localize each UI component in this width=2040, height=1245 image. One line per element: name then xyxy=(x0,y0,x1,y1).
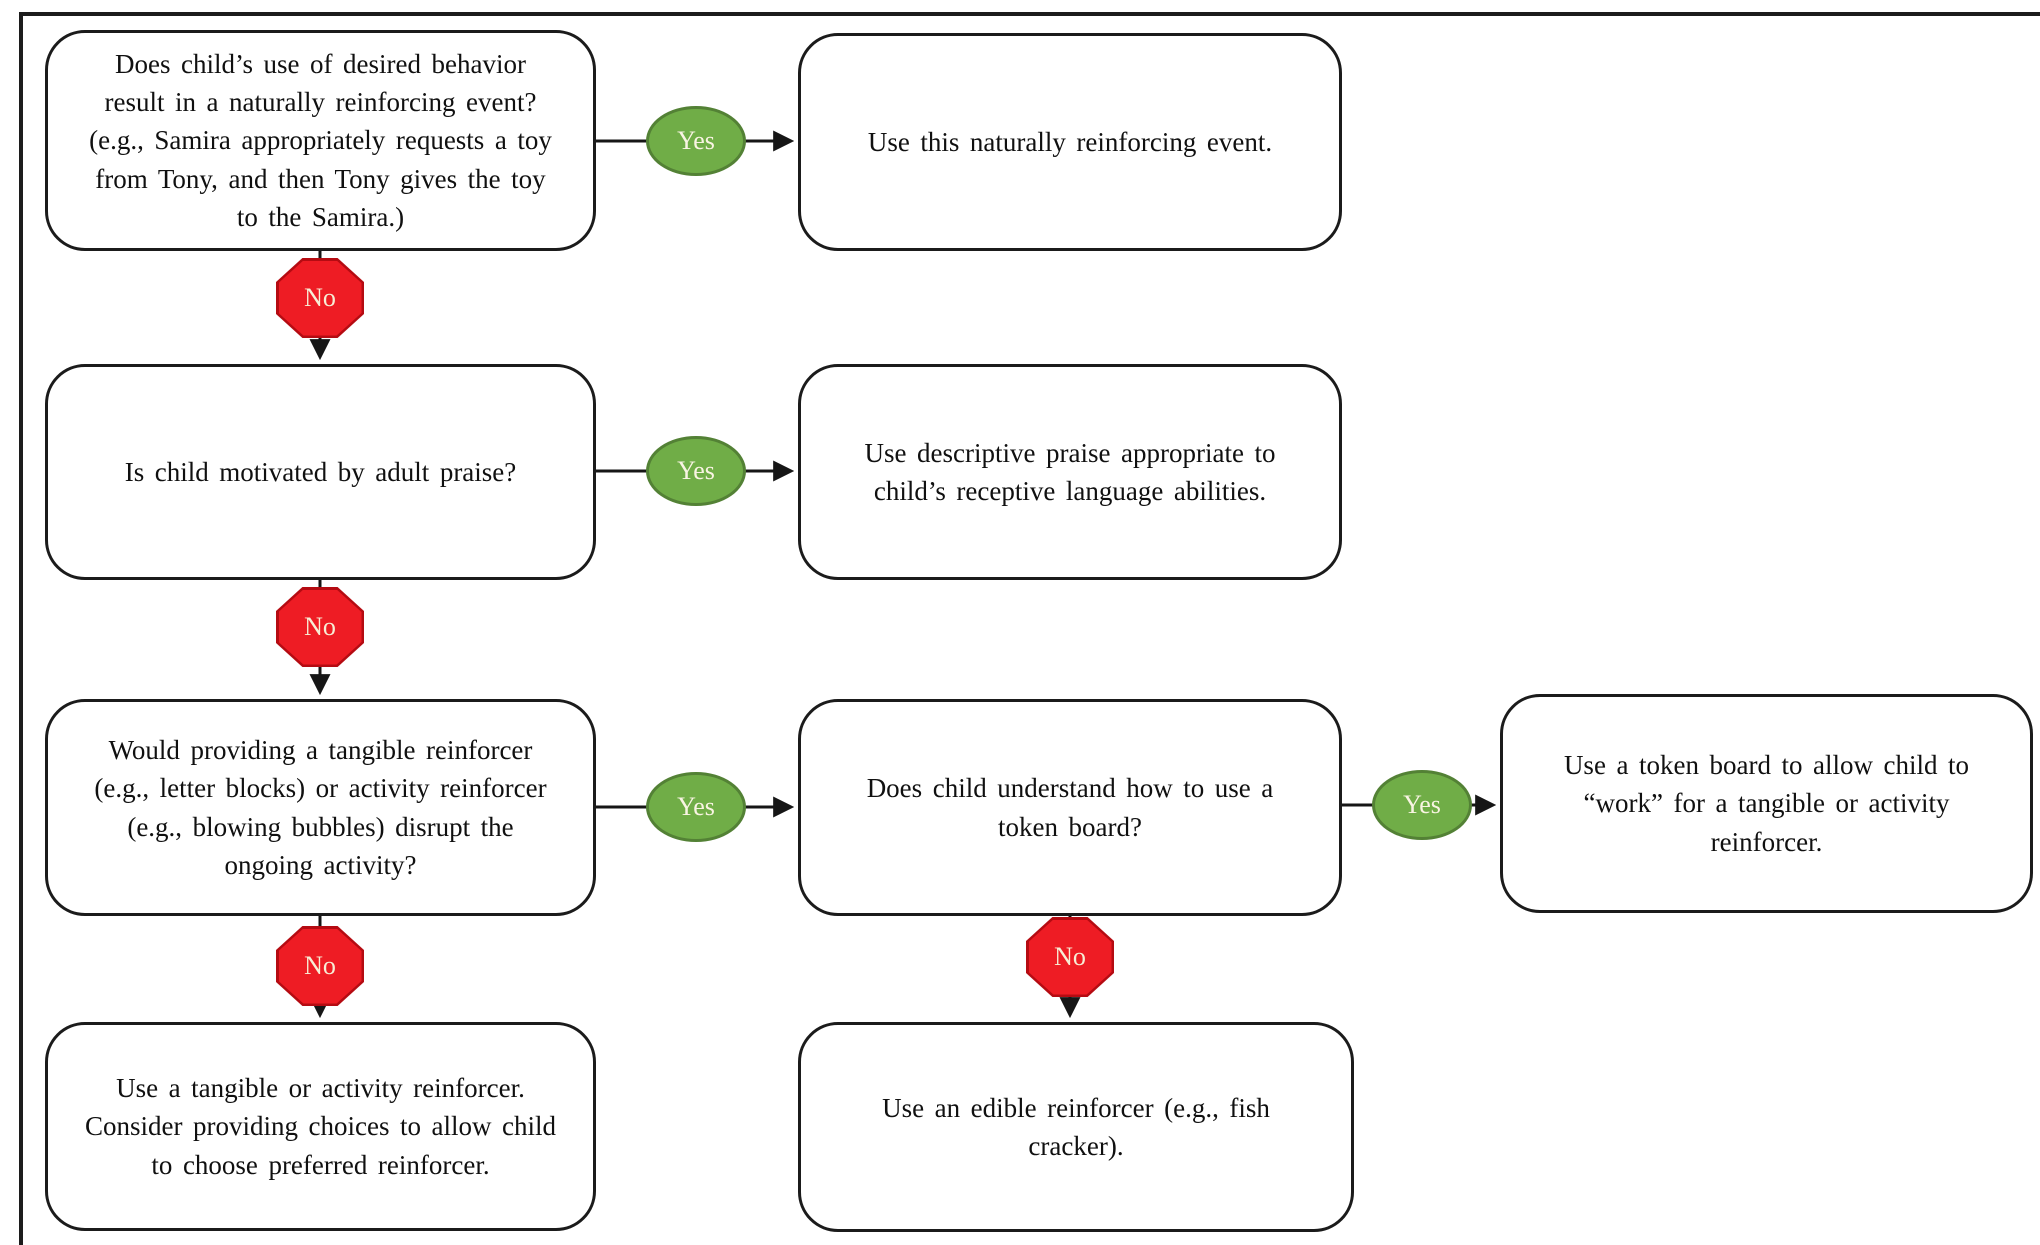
node-q4-token-board-question: Does child understand how to use a token… xyxy=(798,699,1342,916)
node-q4-text: Does child understand how to use a token… xyxy=(866,773,1274,842)
yes-connector-q4: Yes xyxy=(1372,770,1472,840)
node-q2-text: Is child motivated by adult praise? xyxy=(124,456,517,487)
no-label: No xyxy=(304,951,336,980)
node-q3-text: Would providing a tangible reinforcer (e… xyxy=(94,734,547,880)
node-q1-text: Does child’s use of desired behavior res… xyxy=(89,48,552,232)
page-frame-border xyxy=(19,12,2040,1245)
node-a5-edible-reinforcer-outcome: Use an edible reinforcer (e.g., fish cra… xyxy=(798,1022,1354,1232)
no-label: No xyxy=(304,612,336,641)
node-a4-tangible-choice-outcome: Use a tangible or activity reinforcer. C… xyxy=(45,1022,596,1231)
no-connector-q1: No xyxy=(276,258,364,338)
node-a5-text: Use an edible reinforcer (e.g., fish cra… xyxy=(882,1092,1270,1161)
node-a2-text: Use descriptive praise appropriate to ch… xyxy=(864,437,1276,506)
node-a4-text: Use a tangible or activity reinforcer. C… xyxy=(84,1073,557,1180)
yes-label: Yes xyxy=(677,456,715,485)
node-a3-token-board-outcome: Use a token board to allow child to “wor… xyxy=(1500,694,2033,913)
yes-connector-q2: Yes xyxy=(646,436,746,506)
yes-connector-q1: Yes xyxy=(646,106,746,176)
node-a2-descriptive-praise-outcome: Use descriptive praise appropriate to ch… xyxy=(798,364,1342,580)
yes-connector-q3: Yes xyxy=(646,772,746,842)
no-connector-q3: No xyxy=(276,926,364,1006)
yes-label: Yes xyxy=(677,792,715,821)
no-connector-q4: No xyxy=(1026,917,1114,997)
yes-label: Yes xyxy=(677,126,715,155)
node-q3-tangible-disrupt-question: Would providing a tangible reinforcer (e… xyxy=(45,699,596,916)
node-a1-natural-event-outcome: Use this naturally reinforcing event. xyxy=(798,33,1342,251)
node-q1-natural-event-question: Does child’s use of desired behavior res… xyxy=(45,30,596,251)
node-a1-text: Use this naturally reinforcing event. xyxy=(867,126,1273,157)
yes-label: Yes xyxy=(1403,790,1441,819)
node-q2-adult-praise-question: Is child motivated by adult praise? xyxy=(45,364,596,580)
no-label: No xyxy=(304,283,336,312)
no-connector-q2: No xyxy=(276,587,364,667)
node-a3-text: Use a token board to allow child to “wor… xyxy=(1563,750,1970,857)
no-label: No xyxy=(1054,942,1086,971)
